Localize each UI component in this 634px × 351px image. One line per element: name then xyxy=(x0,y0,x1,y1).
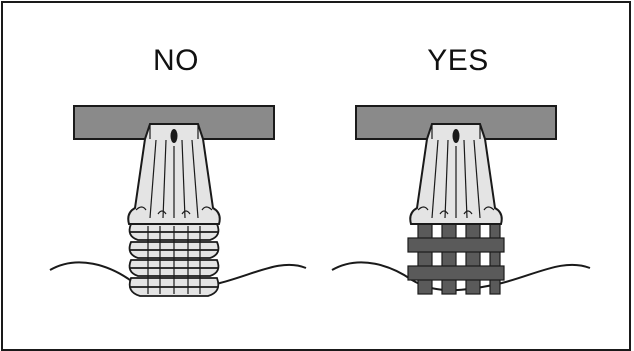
panel-yes xyxy=(331,105,591,295)
panel-no xyxy=(49,105,307,297)
label-no: NO xyxy=(153,44,199,77)
label-yes: YES xyxy=(427,44,489,77)
pedestal-hole-right xyxy=(452,129,460,143)
shim-grid-right xyxy=(407,223,505,295)
pedestal-left xyxy=(127,123,221,225)
stacked-rings-left xyxy=(128,223,220,297)
pedestal-right xyxy=(409,123,503,225)
pedestal-hole-left xyxy=(170,129,178,143)
